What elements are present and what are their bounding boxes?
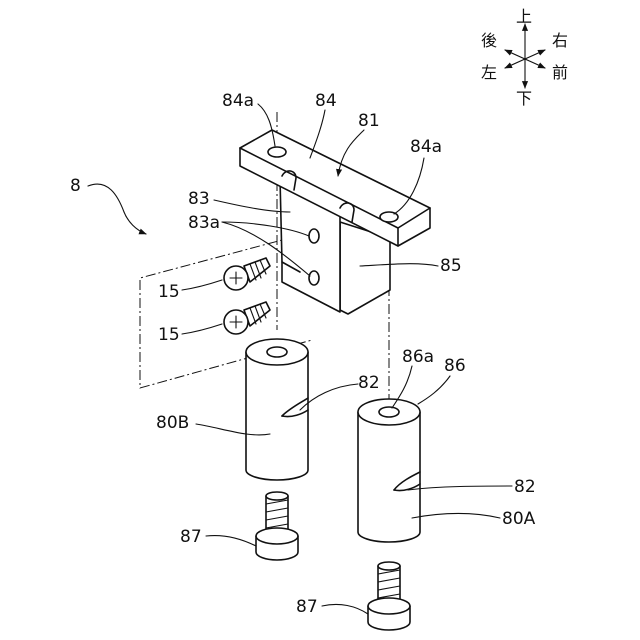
bolt-left: [256, 492, 298, 560]
direction-rear-label: 後: [481, 31, 497, 50]
assembly-label: 8: [70, 176, 81, 196]
screw-lower: [224, 302, 270, 334]
direction-up-label: 上: [516, 7, 532, 26]
post-80a: [358, 399, 420, 542]
label-83a: 83a: [188, 213, 220, 233]
assembly-leader: 8: [70, 176, 146, 234]
label-85: 85: [440, 256, 462, 276]
screw-upper: [224, 258, 270, 290]
label-83: 83: [188, 189, 210, 209]
label-86a: 86a: [402, 347, 434, 367]
direction-down-label: 下: [516, 89, 532, 108]
post-80b: [246, 339, 308, 480]
label-80b: 80B: [156, 413, 189, 433]
bracket-hole-left: [268, 147, 286, 157]
label-80a: 80A: [502, 509, 536, 529]
label-15-lower: 15: [158, 325, 180, 345]
label-87-left: 87: [180, 527, 202, 547]
bracket-assembly-81: [240, 130, 430, 314]
label-81: 81: [358, 111, 380, 131]
label-86: 86: [444, 356, 466, 376]
label-87-right: 87: [296, 597, 318, 617]
direction-right-label: 右: [552, 31, 568, 50]
label-84a-top: 84a: [222, 91, 254, 111]
label-15-upper: 15: [158, 282, 180, 302]
direction-left-label: 左: [481, 63, 497, 82]
label-84: 84: [315, 91, 337, 111]
label-82-left: 82: [358, 373, 380, 393]
direction-compass: 上 下 後 右 左 前: [481, 7, 568, 108]
label-84a-right: 84a: [410, 137, 442, 157]
label-82-right: 82: [514, 477, 536, 497]
direction-front-label: 前: [552, 63, 568, 82]
bolt-right: [368, 562, 410, 630]
plate-hole-lower: [309, 271, 319, 285]
plate-hole-upper: [309, 229, 319, 243]
